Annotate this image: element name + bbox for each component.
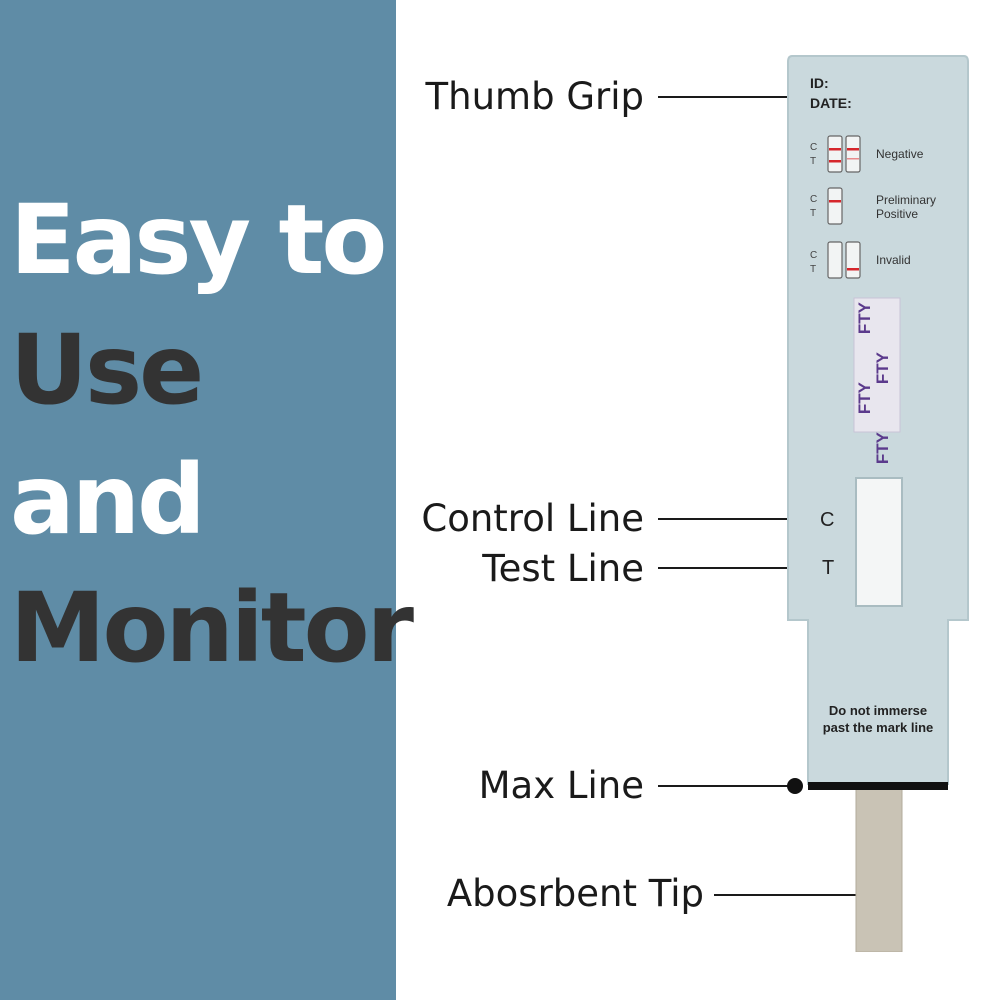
drug-code-4: FTY [873,431,892,464]
legend-c-negative: C [810,142,817,153]
headline-line-1: Easy to [10,184,387,296]
legend-positive-label: Positive [876,207,918,221]
legend-window-neg-1 [827,135,843,173]
legend-t-positive: T [810,208,816,219]
headline-line-4: Monitor [10,572,414,684]
drug-code-3: FTY [855,381,874,414]
leader-test-line [658,567,790,569]
legend-window-inv-1 [827,241,843,279]
callout-max-line: Max Line [478,764,644,807]
leader-thumb-grip [658,96,790,98]
legend-window-neg-2 [845,135,861,173]
absorbent-tip-strip [855,781,903,953]
headline-panel: Easy to Use and Monitor [0,0,414,1000]
legend-window-pos [827,187,843,225]
device-date-label: DATE: [810,95,852,111]
leader-control-line [658,518,790,520]
immerse-warning-line-1: Do not immerse [829,703,927,718]
legend-window-inv-2 [845,241,861,279]
legend-t-negative: T [810,156,816,167]
legend-preliminary-label: Preliminary [876,193,936,207]
marker-max-line [787,778,803,794]
callout-control-line: Control Line [421,497,644,540]
leader-max-line [658,785,788,787]
result-window-c-label: C [820,509,834,531]
immerse-warning-line-2: past the mark line [823,720,934,735]
test-cassette: ID: DATE: C T Negative C T Preliminary P… [786,52,970,953]
legend-invalid-label: Invalid [876,253,911,267]
headline-line-3: and [10,444,206,556]
result-window-t-label: T [822,557,834,579]
drug-code-pattern: FTY FTY FTY FTY [855,301,892,464]
headline-line-2: Use [10,314,204,426]
legend-c-positive: C [810,194,817,205]
device-id-label: ID: [810,75,829,91]
leader-absorbent-tip [714,894,864,896]
legend-negative-label: Negative [876,147,924,161]
drug-code-1: FTY [855,301,874,334]
result-window [855,477,903,607]
drug-code-2: FTY [873,351,892,384]
max-mark-line [808,782,948,790]
callout-thumb-grip: Thumb Grip [425,75,644,118]
legend-c-invalid: C [810,250,817,261]
legend-t-invalid: T [810,264,816,275]
drug-code-sticker [853,297,901,433]
callout-test-line: Test Line [482,547,644,590]
test-cassette-illustration: ID: DATE: C T Negative C T Preliminary P… [787,55,969,953]
callout-absorbent-tip: Abosrbent Tip [446,872,704,915]
